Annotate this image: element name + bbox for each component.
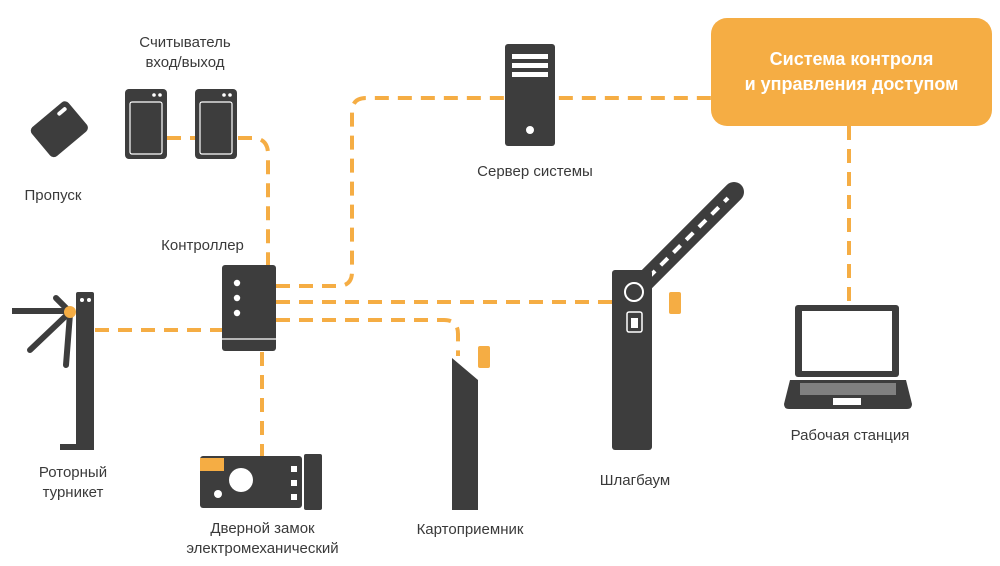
reader-label-line-2: вход/выход (145, 54, 225, 71)
system-box-line-1: Система контроля (769, 49, 934, 69)
barrier-icon (612, 182, 744, 450)
barrier-label: Шлагбаум (599, 472, 671, 489)
reader-label-line-1: Считыватель (139, 34, 231, 51)
card-collector-icon (452, 346, 490, 510)
card-collector-label: Картоприемник (416, 521, 524, 538)
system-box-line-2: и управления доступом (744, 74, 959, 94)
card-reader-icon-2 (195, 89, 237, 159)
lock-label-line-2: электромеханический (186, 540, 339, 557)
controller-icon (222, 265, 276, 351)
server-label: Сервер системы (477, 163, 593, 180)
reader-label: Считыватель вход/выход (110, 33, 260, 73)
pass-card-icon (30, 101, 88, 158)
pass-label: Пропуск (24, 187, 82, 204)
turnstile-label: Роторный турникет (18, 463, 128, 503)
turnstile-icon (12, 292, 94, 450)
turnstile-label-line-1: Роторный (38, 464, 108, 481)
controller-label: Контроллер (161, 237, 244, 254)
line-controller-cardcollector (276, 318, 460, 356)
laptop-icon (784, 305, 912, 409)
lock-label: Дверной замок электромеханический (165, 519, 360, 559)
access-control-system-box: Система контроля и управления доступом (711, 18, 992, 126)
line-readers-controller (167, 136, 270, 266)
card-reader-icon (125, 89, 167, 159)
turnstile-label-line-2: турникет (42, 484, 104, 501)
door-lock-icon (200, 454, 322, 510)
lock-label-line-1: Дверной замок (210, 520, 315, 537)
workstation-label: Рабочая станция (790, 427, 910, 444)
line-controller-server-system (276, 96, 711, 288)
server-icon (505, 44, 555, 146)
connection-lines (95, 96, 851, 456)
